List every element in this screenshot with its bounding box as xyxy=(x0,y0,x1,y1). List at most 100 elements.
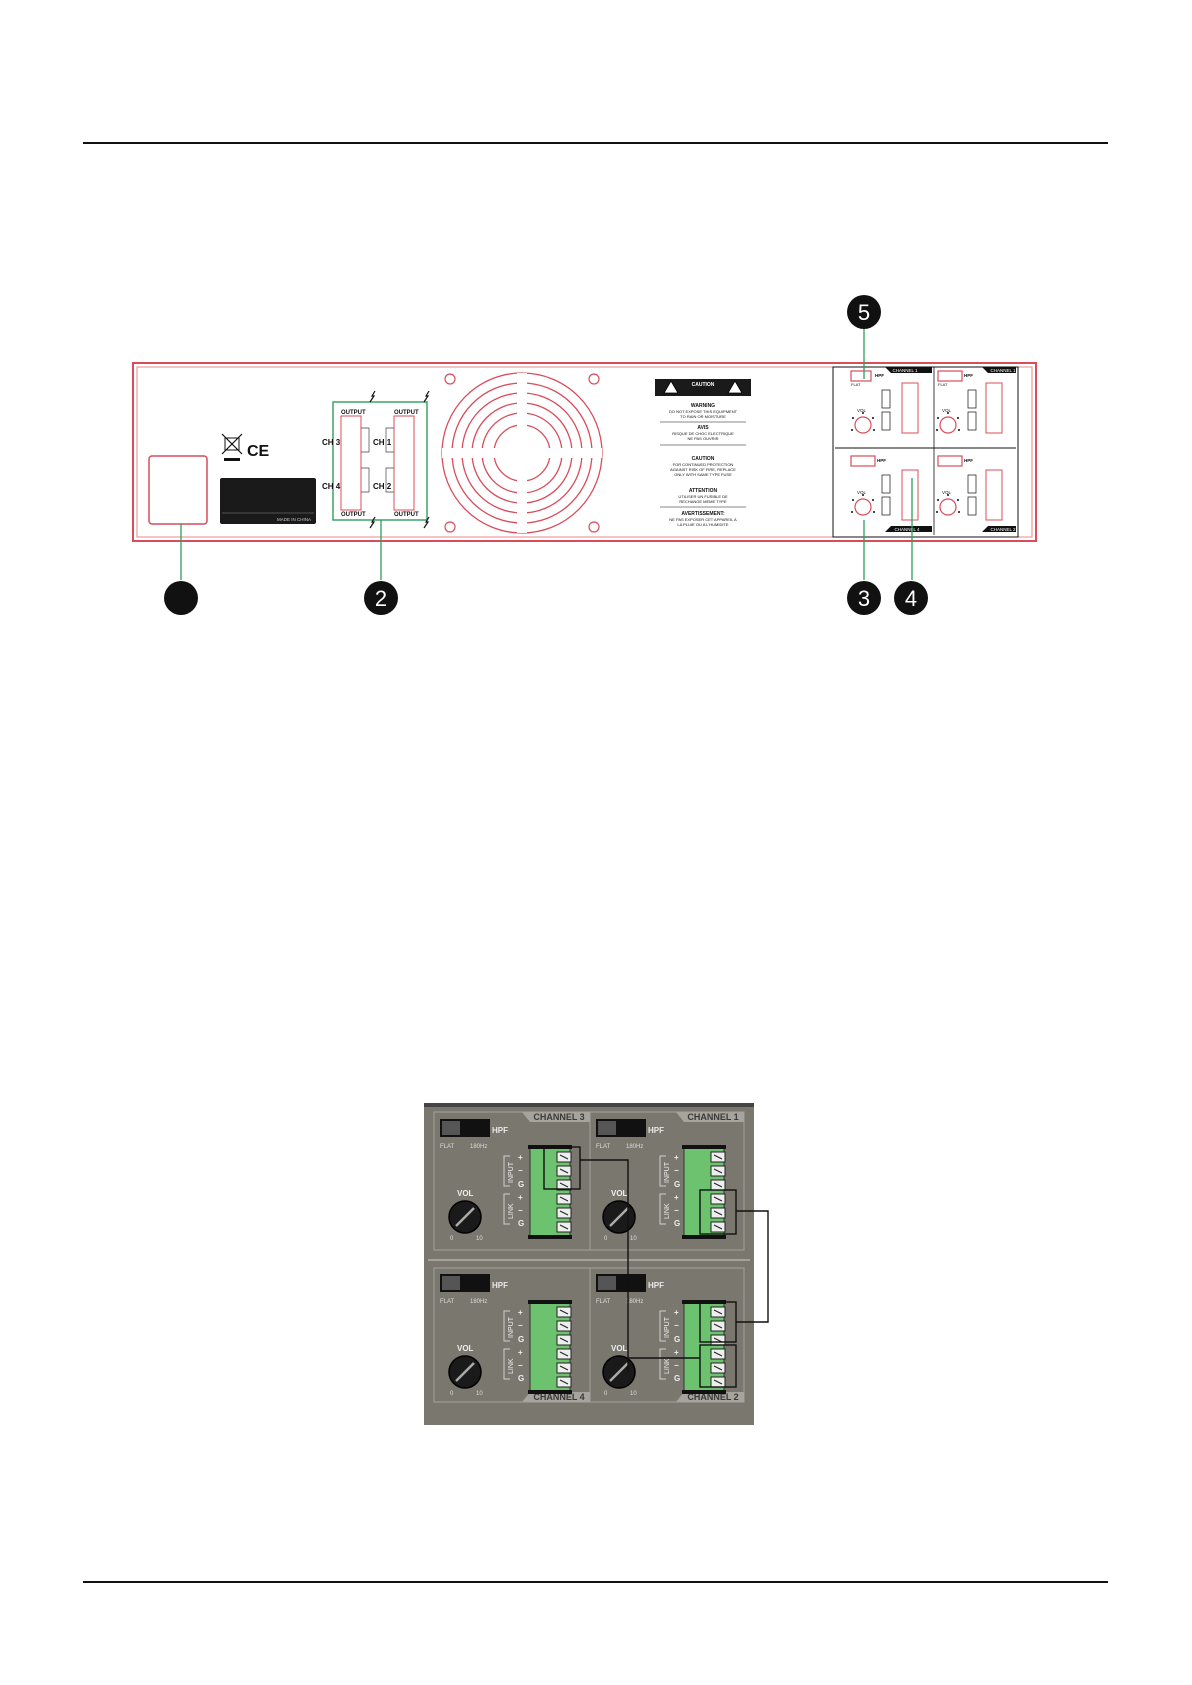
terminal-block-4[interactable] xyxy=(527,1299,573,1395)
attention-text-1: UTILISER UN FUSIBLE DE xyxy=(678,494,728,499)
vol-knob-2[interactable] xyxy=(601,1354,637,1390)
output-label-4: OUTPUT xyxy=(394,512,419,518)
minus-3a: − xyxy=(518,1166,523,1175)
minus-4b: − xyxy=(518,1361,523,1370)
plus-1b: + xyxy=(674,1193,679,1202)
plus-3a: + xyxy=(518,1153,523,1162)
warning-text-2: TO RAIN OR MOISTURE xyxy=(680,414,726,419)
rear-flat-1: FLAT xyxy=(851,382,861,387)
detail-channel-2: CHANNEL 2 xyxy=(687,1392,738,1402)
terminal-block-1[interactable] xyxy=(681,1144,727,1240)
plus-4a: + xyxy=(518,1308,523,1317)
rear-hpf-3: HPF xyxy=(877,458,886,463)
rear-vol-4: VOL xyxy=(942,490,952,495)
output-label-1: OUTPUT xyxy=(341,410,366,416)
callout-2: 2 xyxy=(364,581,398,615)
rear-vol-2: VOL xyxy=(942,408,952,413)
power-inlet xyxy=(148,455,208,525)
caution2-text-2: AGAINST RISK OF FIRE, REPLACE xyxy=(670,467,736,472)
made-in-label: MADE IN CHINA xyxy=(277,517,311,522)
minus-2a: − xyxy=(674,1321,679,1330)
callout-5: 5 xyxy=(847,295,881,329)
hpf-label-4: HPF xyxy=(492,1281,508,1290)
vol-label-3: VOL xyxy=(457,1189,474,1198)
hz-label-4: 180Hz xyxy=(470,1299,487,1305)
input-label-2: INPUT xyxy=(664,1316,671,1338)
ce-mark: CE xyxy=(247,443,270,460)
ch1-label: CH 1 xyxy=(373,438,392,447)
link-label-2: LINK xyxy=(664,1358,671,1374)
avert-title: AVERTISSEMENT: xyxy=(681,511,725,517)
scale-min-2: 0 xyxy=(604,1391,608,1397)
detail-channel-1: CHANNEL 1 xyxy=(687,1112,738,1122)
avis-text-2: NE PAS OUVRIR xyxy=(687,436,718,441)
attention-title: ATTENTION xyxy=(689,488,718,494)
caution2-title: CAUTION xyxy=(692,456,715,462)
callout-1 xyxy=(164,581,198,615)
output-label-3: OUTPUT xyxy=(341,512,366,518)
vol-knob-4[interactable] xyxy=(447,1354,483,1390)
g-4a: G xyxy=(518,1335,524,1344)
hpf-label-3: HPF xyxy=(492,1126,508,1135)
rear-input-modules: CHANNEL 1 CHANNEL 1 CHANNEL 4 CHANNEL 2 … xyxy=(832,366,1019,538)
hz-label-3: 180Hz xyxy=(470,1144,487,1150)
minus-2b: − xyxy=(674,1361,679,1370)
avert-text-1: NE PAS EXPOSER CET APPAREIL A xyxy=(669,517,737,522)
plus-1a: + xyxy=(674,1153,679,1162)
scale-min-3: 0 xyxy=(450,1236,454,1242)
ch2-label: CH 2 xyxy=(373,482,392,491)
link-wiring xyxy=(543,1146,769,1388)
rear-hpf-1: HPF xyxy=(875,373,884,378)
avis-title: AVIS xyxy=(697,425,709,431)
minus-4a: − xyxy=(518,1321,523,1330)
terminal-block-3[interactable] xyxy=(527,1144,573,1240)
plus-2a: + xyxy=(674,1308,679,1317)
input-label-3: INPUT xyxy=(508,1161,515,1183)
rear-channel-3-label: CHANNEL 1 xyxy=(892,368,918,373)
hpf-label-2: HPF xyxy=(648,1281,664,1290)
weee-icon xyxy=(221,433,243,461)
vol-label-4: VOL xyxy=(457,1344,474,1353)
link-label-4: LINK xyxy=(508,1358,515,1374)
hpf-switches[interactable] xyxy=(440,1119,646,1292)
bottom-rule xyxy=(83,1581,1108,1583)
ch4-label: CH 4 xyxy=(322,482,341,491)
attention-text-2: RECHANGE MEME TYPE xyxy=(679,499,727,504)
speaker-outputs: OUTPUT OUTPUT OUTPUT OUTPUT CH 3 CH 1 CH… xyxy=(322,390,430,529)
warning-text-1: DO NOT EXPOSE THIS EQUIPMENT xyxy=(669,409,738,414)
svg-text:2: 2 xyxy=(375,586,387,611)
avis-text-1: RISQUE DE CHOC ELECTRIQUE xyxy=(672,431,734,436)
minus-1a: − xyxy=(674,1166,679,1175)
rear-hpf-4: HPF xyxy=(964,458,973,463)
g-3a: G xyxy=(518,1180,524,1189)
minus-1b: − xyxy=(674,1206,679,1215)
avert-text-2: LA PLUIE OU A L'HUMIDITE xyxy=(677,522,729,527)
rear-panel: CE MADE IN CHINA OUTPUT OUTPUT OUTPUT OU… xyxy=(132,362,1037,542)
terminal-block-2[interactable] xyxy=(681,1299,727,1395)
callout-4: 4 xyxy=(894,581,928,615)
g-3b: G xyxy=(518,1219,524,1228)
caution2-text-1: FOR CONTINUED PROTECTION xyxy=(673,462,734,467)
rear-hpf-2: HPF xyxy=(964,373,973,378)
vol-label-2: VOL xyxy=(611,1344,628,1353)
vol-knob-3[interactable] xyxy=(447,1199,483,1235)
warning-title: WARNING xyxy=(691,403,715,409)
link-label-3: LINK xyxy=(508,1203,515,1219)
scale-max-1: 10 xyxy=(630,1236,637,1242)
hz-label-2: 180Hz xyxy=(626,1299,643,1305)
vol-knob-1[interactable] xyxy=(601,1199,637,1235)
fan-grille xyxy=(441,372,603,534)
scale-max-3: 10 xyxy=(476,1236,483,1242)
vol-label-1: VOL xyxy=(611,1189,628,1198)
flat-label-3: FLAT xyxy=(440,1144,455,1150)
ch3-label: CH 3 xyxy=(322,438,341,447)
g-2b: G xyxy=(674,1374,680,1383)
output-label-2: OUTPUT xyxy=(394,410,419,416)
rear-vol-1: VOL xyxy=(857,408,867,413)
caution2-text-3: ONLY WITH SAME TYPE FUSE xyxy=(674,472,732,477)
rear-channel-4-label: CHANNEL 4 xyxy=(894,527,920,532)
link-label-1: LINK xyxy=(664,1203,671,1219)
scale-max-2: 10 xyxy=(630,1391,637,1397)
input-detail-panel: CHANNEL 3 CHANNEL 1 CHANNEL 4 CHANNEL 2 … xyxy=(424,1103,769,1425)
